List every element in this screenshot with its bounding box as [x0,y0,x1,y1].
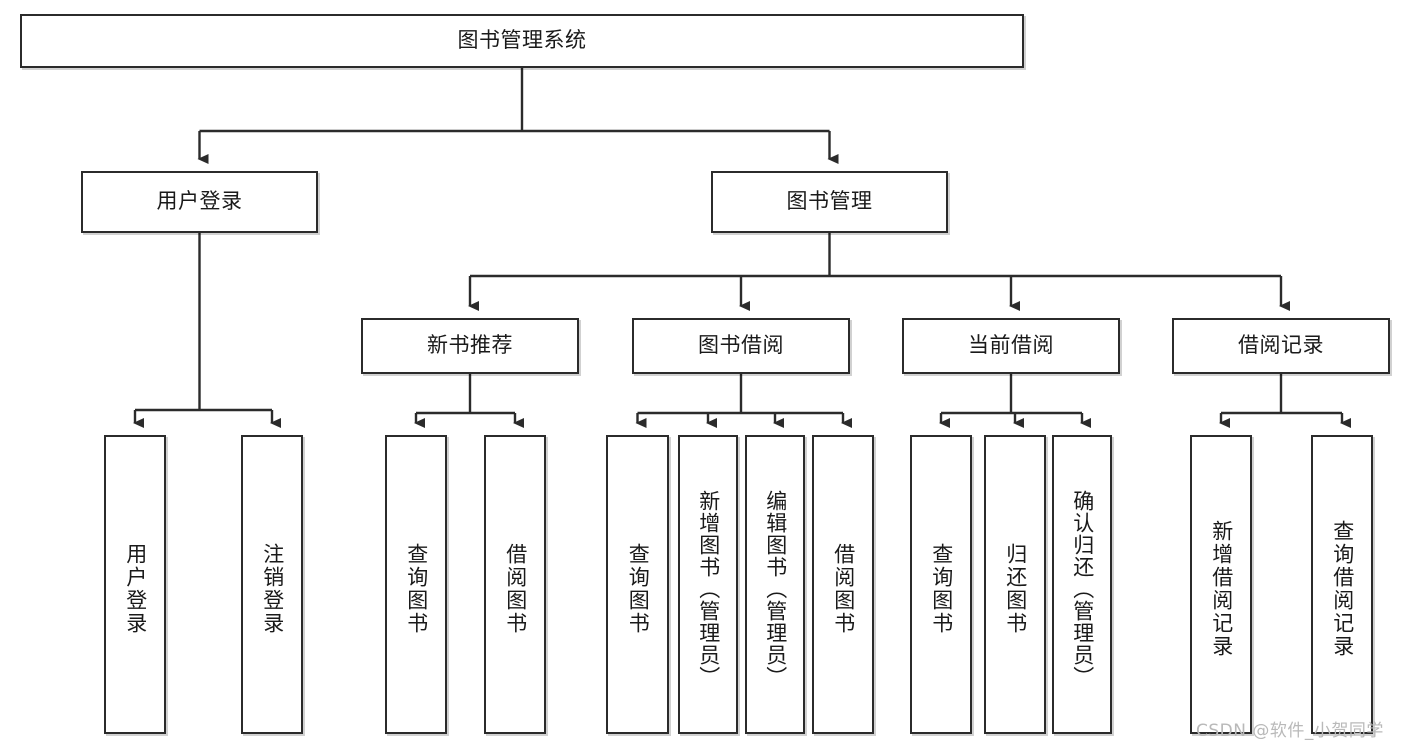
node-label-leaf-query-book-rec: 查询图书 [404,542,429,635]
node-user-login[interactable]: 用户登录 [81,171,318,233]
node-label-leaf-borrow-book-rec: 借阅图书 [503,542,528,635]
node-label-book-manage: 图书管理 [786,189,873,214]
node-leaf-edit-book[interactable]: 编辑图书（管理员） [745,435,805,734]
node-label-root: 图书管理系统 [457,28,587,53]
node-label-new-book-rec: 新书推荐 [427,333,513,358]
node-label-leaf-borrow-book: 借阅图书 [831,542,856,635]
node-borrow-record[interactable]: 借阅记录 [1172,318,1390,374]
node-label-leaf-edit-book: 编辑图书（管理员） [763,489,788,688]
node-leaf-borrow-book[interactable]: 借阅图书 [812,435,874,734]
node-label-leaf-return-book: 归还图书 [1003,542,1028,635]
node-leaf-add-book[interactable]: 新增图书（管理员） [678,435,738,734]
node-label-leaf-confirm-return: 确认归还（管理员） [1070,489,1095,688]
node-leaf-confirm-return[interactable]: 确认归还（管理员） [1052,435,1112,734]
node-label-leaf-query-book-borrow: 查询图书 [626,542,651,635]
node-book-borrow[interactable]: 图书借阅 [632,318,850,374]
node-leaf-add-record[interactable]: 新增借阅记录 [1190,435,1252,734]
node-leaf-user-login[interactable]: 用户登录 [104,435,166,734]
node-label-leaf-query-record: 查询借阅记录 [1330,519,1355,658]
node-label-leaf-query-book-cur: 查询图书 [929,542,954,635]
node-leaf-logout[interactable]: 注销登录 [241,435,303,734]
node-root[interactable]: 图书管理系统 [20,14,1024,68]
node-leaf-query-book-cur[interactable]: 查询图书 [910,435,972,734]
node-label-leaf-logout: 注销登录 [260,542,285,635]
csdn-watermark: CSDN @软件_小贺同学 [1196,721,1384,741]
node-label-leaf-add-book: 新增图书（管理员） [696,489,721,688]
node-label-current-borrow: 当前借阅 [968,333,1054,358]
node-book-manage[interactable]: 图书管理 [711,171,948,233]
node-label-user-login: 用户登录 [156,189,243,214]
node-label-book-borrow: 图书借阅 [698,333,784,358]
node-current-borrow[interactable]: 当前借阅 [902,318,1120,374]
node-label-leaf-add-record: 新增借阅记录 [1209,519,1234,658]
node-leaf-query-book-borrow[interactable]: 查询图书 [606,435,669,734]
node-label-borrow-record: 借阅记录 [1238,333,1324,358]
node-leaf-query-record[interactable]: 查询借阅记录 [1311,435,1373,734]
node-leaf-borrow-book-rec[interactable]: 借阅图书 [484,435,546,734]
node-label-leaf-user-login: 用户登录 [123,542,148,635]
node-leaf-query-book-rec[interactable]: 查询图书 [385,435,447,734]
node-new-book-rec[interactable]: 新书推荐 [361,318,579,374]
node-leaf-return-book[interactable]: 归还图书 [984,435,1046,734]
